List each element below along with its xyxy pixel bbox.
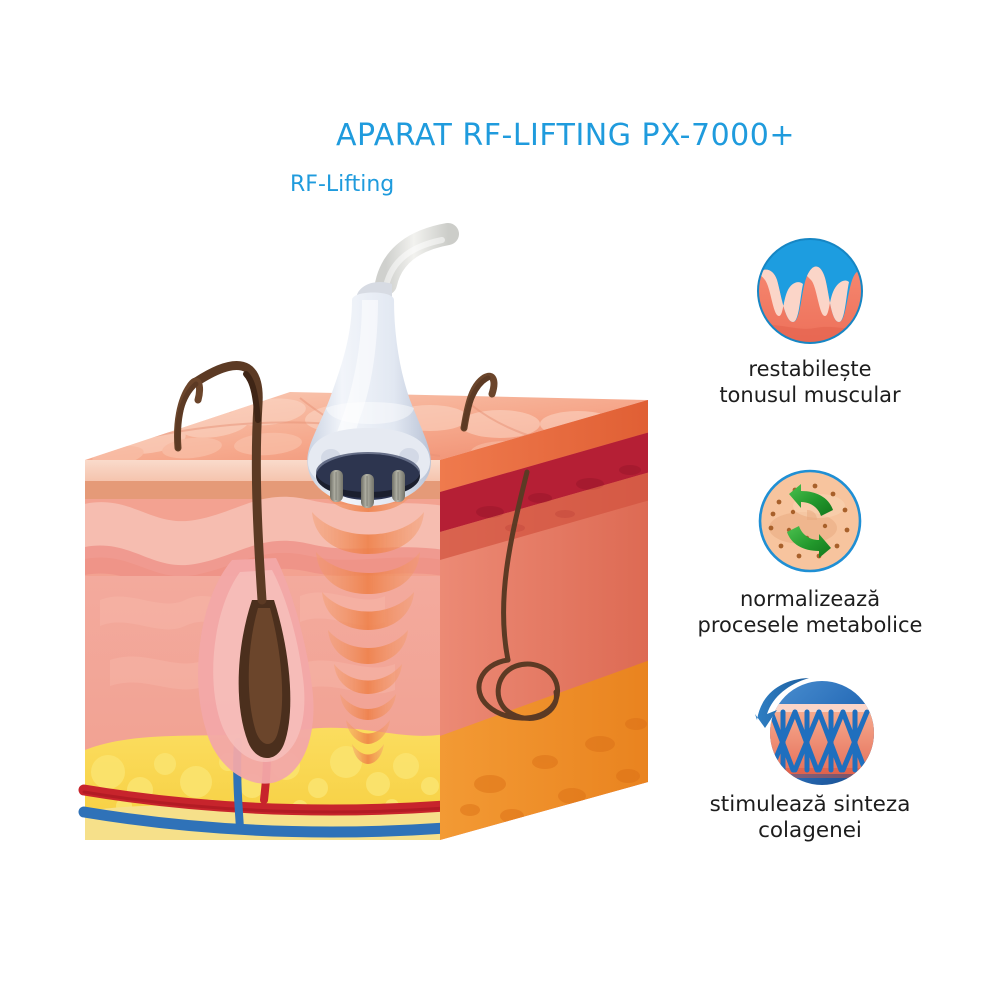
- feature-caption: restabilește tonusul muscular: [719, 357, 901, 407]
- page-title: APARAT RF-LIFTING PX-7000+: [336, 118, 795, 153]
- green-recycle-metabolism-icon: [758, 469, 862, 573]
- hairs: [174, 361, 498, 605]
- skin-wrinkle-muscle-tone-icon: [757, 238, 863, 344]
- feature-item-metabolism: normalizează procesele metabolice: [660, 466, 960, 638]
- rf-handpiece: [307, 223, 459, 508]
- page-subtitle: RF-Lifting: [290, 172, 395, 197]
- feature-caption: stimulează sinteza colagenei: [709, 792, 911, 843]
- feature-caption: normalizează procesele metabolice: [697, 587, 923, 637]
- electrode-pins: [330, 470, 405, 508]
- collagen-fibers-arrow-icon: [755, 678, 874, 785]
- skin-side-face: [440, 400, 648, 840]
- feature-item-muscle-tone: restabilește tonusul muscular: [660, 236, 960, 408]
- feature-item-collagen: stimulează sinteza colagenei: [660, 672, 960, 844]
- rf-energy-cone: [312, 470, 424, 764]
- hair-follicle: [198, 558, 314, 784]
